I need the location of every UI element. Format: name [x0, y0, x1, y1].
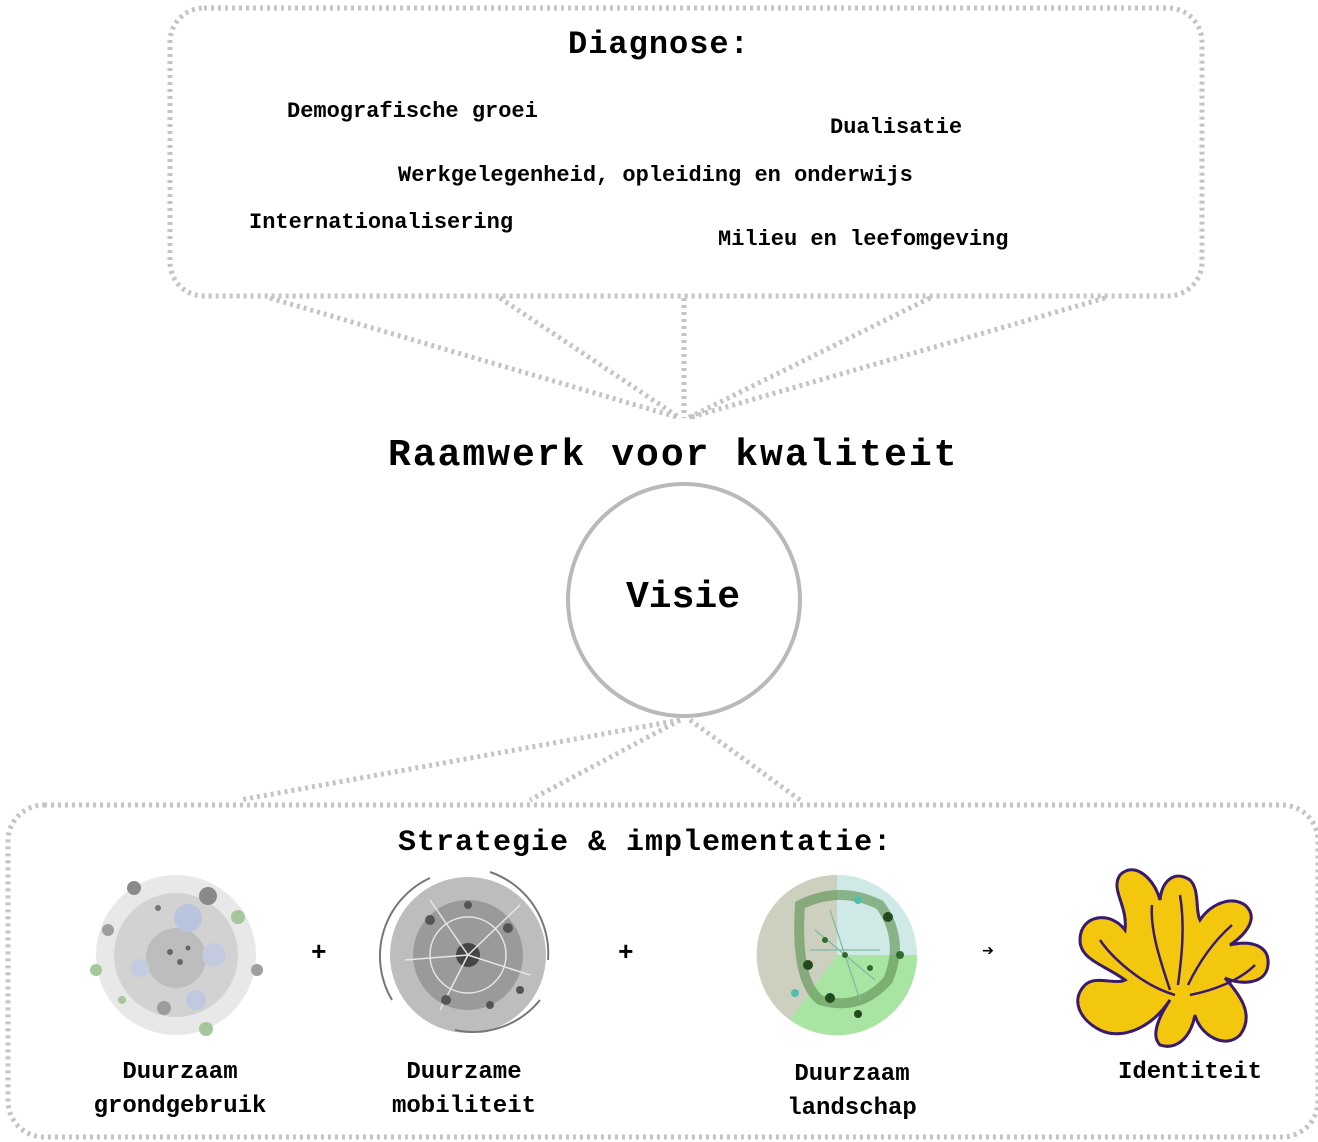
diagnose-box	[167, 5, 1205, 299]
diagnose-item-milieu: Milieu en leefomgeving	[718, 227, 1009, 252]
operator-arrow: ➔	[982, 941, 995, 964]
strategy-item-identiteit: Identiteit	[1090, 1056, 1290, 1090]
strategy-item-landschap-line1: Duurzaam	[794, 1061, 910, 1088]
strategy-item-identiteit-line1: Identiteit	[1117, 1059, 1263, 1086]
visie-label: Visie	[626, 576, 741, 619]
mobility-circle-icon	[378, 871, 550, 1033]
strategy-item-grondgebruik-line1: Duurzaam	[122, 1059, 238, 1086]
diagnose-item-dualisatie: Dualisatie	[830, 115, 963, 140]
landscape-circle-icon	[756, 874, 918, 1036]
operator-plus-1: +	[311, 938, 327, 968]
diagnose-title: Diagnose:	[568, 26, 750, 63]
strategy-box	[5, 802, 1318, 1140]
identity-blob-icon	[1076, 868, 1270, 1048]
visie-circle	[566, 482, 802, 718]
land-use-circle-icon	[90, 875, 263, 1036]
strategy-item-grondgebruik: Duurzaam grondgebruik	[70, 1056, 290, 1124]
strategy-item-landschap-line2: landschap	[787, 1095, 917, 1122]
diagnose-item-werkgelegenheid: Werkgelegenheid, opleiding en onderwijs	[398, 163, 913, 188]
strategy-item-mobiliteit-line2: mobiliteit	[391, 1093, 537, 1120]
operator-plus-2: +	[618, 938, 634, 968]
strategy-title: Strategie & implementatie:	[398, 826, 893, 860]
strategy-item-grondgebruik-line2: grondgebruik	[93, 1093, 267, 1120]
strategy-item-mobiliteit: Duurzame mobiliteit	[364, 1056, 564, 1124]
diagnose-item-demografische-groei: Demografische groei	[287, 99, 538, 124]
strategy-connectors	[239, 717, 802, 803]
diagnose-connectors	[269, 295, 1106, 421]
framework-title: Raamwerk voor kwaliteit	[388, 434, 959, 477]
strategy-item-landschap: Duurzaam landschap	[752, 1058, 952, 1126]
diagnose-item-internationalisering: Internationalisering	[249, 210, 514, 235]
strategy-item-mobiliteit-line1: Duurzame	[406, 1059, 522, 1086]
